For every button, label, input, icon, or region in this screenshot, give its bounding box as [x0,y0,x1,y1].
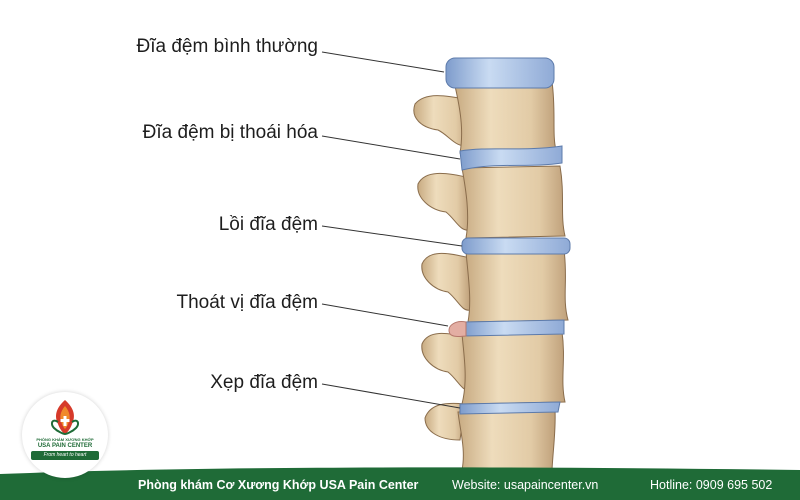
vertebra-2 [461,165,566,239]
label-herniated-disc: Thoát vị đĩa đệm [176,292,318,313]
disc-herniated [463,319,565,337]
vertebral-bodies [454,81,569,471]
vertebra-4 [461,331,566,405]
footer-band [0,467,800,500]
label-bulging-disc: Lồi đĩa đệm [218,214,318,235]
spinous-process-4 [421,333,471,391]
spinous-processes [413,95,471,441]
disc-bulging [461,237,571,255]
vertebra-3 [465,249,569,323]
logo-brand-text: USA PAIN CENTER [37,443,93,449]
label-normal-disc: Đĩa đệm bình thường [136,36,318,57]
footer-website[interactable]: Website: usapaincenter.vn [452,478,599,492]
vertebra-5 [457,409,556,471]
label-degenerated-disc: Đĩa đệm bị thoái hóa [142,122,318,143]
footer-clinic-name: Phòng khám Cơ Xương Khớp USA Pain Center [138,478,419,492]
clinic-logo: PHÒNG KHÁM XƯƠNG KHỚP USA PAIN CENTER Fr… [22,392,108,478]
footer-hotline[interactable]: Hotline: 0909 695 502 [650,478,773,492]
leader-line-normal [321,51,445,73]
logo-slogan-band [31,451,99,460]
spinous-process-1 [413,95,471,147]
logo-slogan: From heart to heart [43,452,87,458]
leader-line-herniated [321,303,449,327]
leader-line-degenerated [321,135,461,160]
herniation-bulge [448,321,467,337]
vertebra-1 [454,81,557,154]
logo-clinic-text: PHÒNG KHÁM XƯƠNG KHỚP [36,437,94,442]
spinous-process-3 [421,253,471,311]
label-collapsed-disc: Xẹp đĩa đệm [210,372,318,393]
leader-line-collapsed [321,383,461,409]
spinous-process-2 [417,173,471,231]
flame-heart-icon [50,400,80,436]
disc-normal [445,57,555,89]
disc-collapsed [459,401,561,415]
spinous-process-5 [424,402,466,441]
leader-line-bulging [321,225,463,247]
disc-degenerated [459,145,563,171]
discs [445,57,571,415]
leader-lines [321,51,463,409]
